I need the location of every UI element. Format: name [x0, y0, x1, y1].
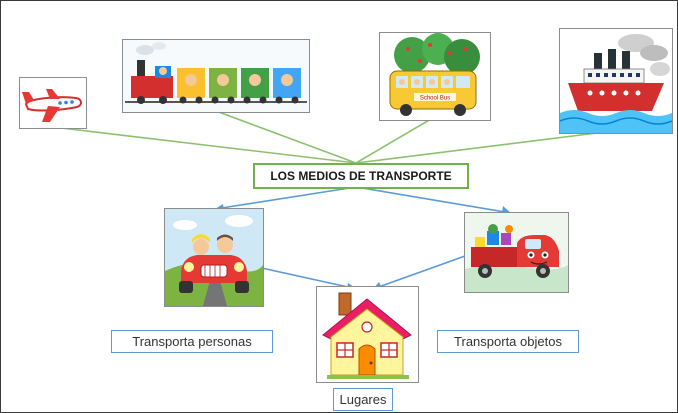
- house-icon: [317, 287, 418, 382]
- ship-image: [559, 28, 673, 134]
- school-bus-icon: School Bus: [389, 33, 480, 116]
- link-truck-house: [372, 250, 480, 290]
- link-bus: [355, 118, 432, 164]
- ship-icon: [560, 29, 672, 133]
- bus-sign-text: School Bus: [420, 96, 450, 102]
- airplane-image: [19, 77, 87, 129]
- link-train: [215, 110, 357, 164]
- airplane-icon: [22, 89, 82, 122]
- train-image: [122, 39, 310, 113]
- arrowhead-objects: [502, 206, 511, 213]
- diagram-title: LOS MEDIOS DE TRANSPORTE: [253, 163, 469, 189]
- label-transporta-objetos: Transporta objetos: [437, 330, 579, 353]
- truck-objects-image: [464, 212, 569, 293]
- car-people-image: [164, 208, 264, 307]
- link-objects: [355, 186, 512, 214]
- train-icon: [123, 40, 309, 112]
- label-transporta-personas: Transporta personas: [111, 330, 273, 353]
- link-people: [214, 186, 357, 210]
- truck-objects-icon: [465, 213, 568, 292]
- house-image: [316, 286, 419, 383]
- link-ship: [355, 130, 614, 164]
- label-lugares: Lugares: [333, 388, 393, 411]
- school-bus-image: School Bus: [379, 32, 491, 121]
- link-airplane: [52, 126, 357, 164]
- car-people-icon: [165, 209, 263, 306]
